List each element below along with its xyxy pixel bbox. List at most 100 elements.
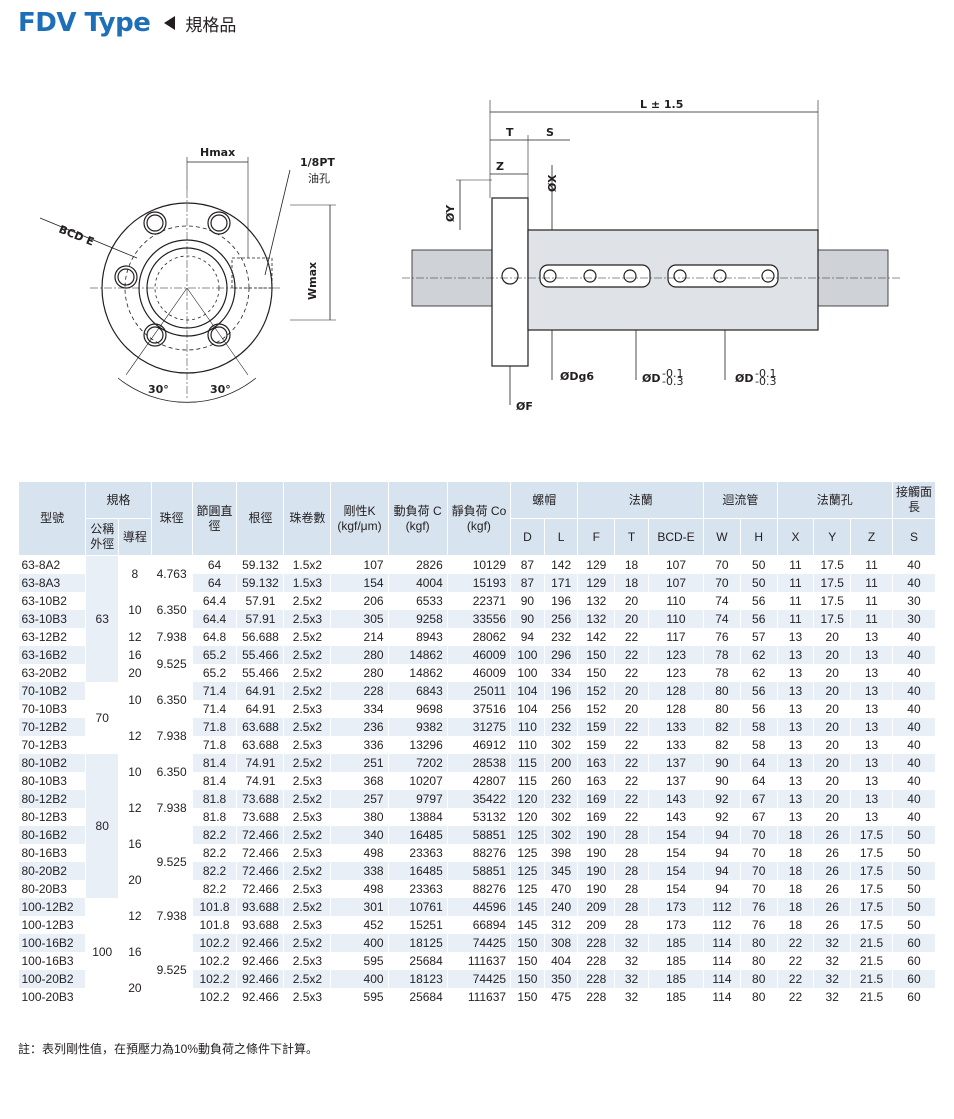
nut-d-cell: 100 — [510, 646, 545, 664]
flange-t-cell: 20 — [614, 682, 649, 700]
d2-tol-lower: -0.3 — [755, 375, 776, 388]
hole-y-cell: 20 — [813, 718, 852, 736]
static-load-cell: 58851 — [447, 826, 512, 844]
turns-cell: 1.5x2 — [283, 555, 332, 574]
nut-d-cell: 90 — [510, 592, 545, 610]
model-cell: 100-12B2 — [18, 898, 87, 916]
static-load-cell: 37516 — [447, 700, 512, 718]
hole-y-cell: 17.5 — [813, 555, 852, 574]
return-h-cell: 50 — [740, 555, 778, 574]
s-label: S — [546, 126, 554, 139]
return-w-cell: 92 — [703, 808, 741, 826]
static-load-cell: 28538 — [447, 754, 512, 772]
header-turns: 珠卷數 — [283, 481, 332, 556]
flange-bcde-cell: 107 — [648, 555, 705, 574]
stiffness-cell: 340 — [330, 826, 389, 844]
hole-y-cell: 20 — [813, 790, 852, 808]
flange-f-cell: 159 — [577, 736, 616, 754]
hole-y-cell: 20 — [813, 700, 852, 718]
pcd-cell: 81.8 — [192, 808, 238, 826]
nominal-diameter-cell: 63 — [85, 555, 120, 682]
contact-s-cell: 40 — [892, 682, 937, 700]
d1-label: ØD — [642, 372, 660, 385]
dynamic-load-cell: 10761 — [388, 898, 448, 916]
hole-z-cell: 13 — [850, 628, 893, 646]
root-diameter-cell: 72.466 — [236, 862, 285, 880]
root-diameter-cell: 92.466 — [236, 970, 285, 988]
static-load-cell: 25011 — [447, 682, 512, 700]
angle-right-label: 30° — [210, 383, 231, 396]
hole-x-cell: 22 — [777, 988, 815, 1006]
nut-l-cell: 475 — [544, 988, 579, 1006]
return-w-cell: 94 — [703, 844, 741, 862]
hole-x-cell: 13 — [777, 646, 815, 664]
bcd-label: BCD E — [57, 223, 96, 249]
return-h-cell: 56 — [740, 682, 778, 700]
dynamic-load-cell: 15251 — [388, 916, 448, 934]
model-cell: 63-10B3 — [18, 610, 87, 628]
header-d: D — [510, 518, 545, 556]
hole-y-cell: 32 — [813, 934, 852, 952]
hole-y-cell: 17.5 — [813, 592, 852, 610]
flange-t-cell: 32 — [614, 988, 649, 1006]
z-label: Z — [496, 160, 504, 173]
flange-t-cell: 22 — [614, 664, 649, 682]
flange-f-cell: 132 — [577, 592, 616, 610]
flange-f-cell: 228 — [577, 970, 616, 988]
flange-t-cell: 22 — [614, 808, 649, 826]
root-diameter-cell: 56.688 — [236, 628, 285, 646]
pt-label: 1/8PT — [300, 156, 335, 169]
return-w-cell: 94 — [703, 862, 741, 880]
flange-f-cell: 190 — [577, 862, 616, 880]
dynamic-load-cell: 25684 — [388, 988, 448, 1006]
contact-s-cell: 40 — [892, 628, 937, 646]
dynamic-load-cell: 2826 — [388, 555, 448, 574]
return-w-cell: 74 — [703, 610, 741, 628]
return-h-cell: 67 — [740, 808, 778, 826]
pcd-cell: 102.2 — [192, 970, 238, 988]
root-diameter-cell: 92.466 — [236, 988, 285, 1006]
nut-d-cell: 115 — [510, 772, 545, 790]
return-w-cell: 90 — [703, 772, 741, 790]
flange-f-cell: 152 — [577, 700, 616, 718]
header-bcde: BCD-E — [647, 518, 705, 556]
root-diameter-cell: 57.91 — [236, 610, 285, 628]
dynamic-load-cell: 9258 — [388, 610, 448, 628]
pcd-cell: 71.8 — [192, 718, 238, 736]
nut-d-cell: 87 — [510, 555, 545, 574]
static-load-cell: 66894 — [447, 916, 512, 934]
nut-d-cell: 150 — [510, 934, 545, 952]
hole-z-cell: 11 — [850, 574, 893, 592]
nut-d-cell: 104 — [510, 682, 545, 700]
hole-x-cell: 11 — [777, 555, 815, 574]
root-diameter-cell: 57.91 — [236, 592, 285, 610]
stiffness-cell: 154 — [330, 574, 389, 592]
return-h-cell: 58 — [740, 718, 778, 736]
oil-hole-label: 油孔 — [308, 171, 330, 185]
turns-cell: 2.5x2 — [283, 682, 332, 700]
hole-z-cell: 11 — [850, 610, 893, 628]
hole-x-cell: 13 — [777, 682, 815, 700]
flange-bcde-cell: 173 — [648, 916, 705, 934]
stiffness-cell: 107 — [330, 555, 389, 574]
nut-d-cell: 115 — [510, 754, 545, 772]
static-load-cell: 22371 — [447, 592, 512, 610]
turns-cell: 2.5x3 — [283, 988, 332, 1006]
hole-x-cell: 22 — [777, 970, 815, 988]
static-load-cell: 33556 — [447, 610, 512, 628]
flange-t-cell: 22 — [614, 790, 649, 808]
hole-y-cell: 20 — [813, 664, 852, 682]
hole-z-cell: 17.5 — [850, 898, 893, 916]
hole-z-cell: 13 — [850, 682, 893, 700]
contact-s-cell: 40 — [892, 718, 937, 736]
turns-cell: 2.5x3 — [283, 844, 332, 862]
nut-l-cell: 308 — [544, 934, 579, 952]
hole-x-cell: 13 — [777, 772, 815, 790]
flange-f-cell: 169 — [577, 790, 616, 808]
hole-z-cell: 13 — [850, 646, 893, 664]
